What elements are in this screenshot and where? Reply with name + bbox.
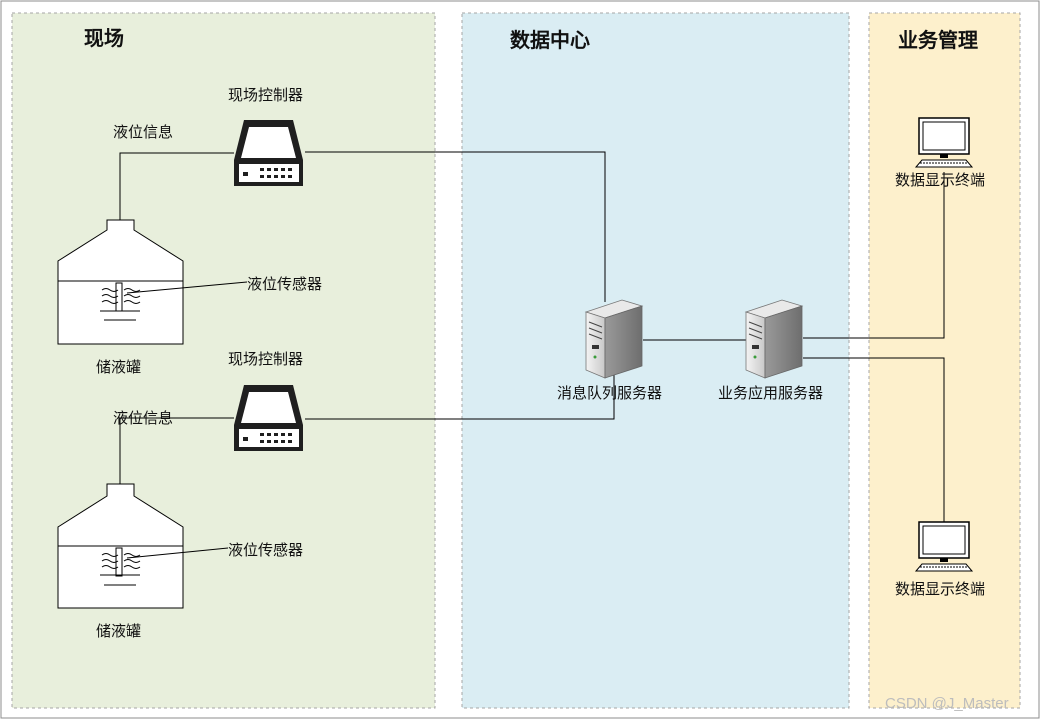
controller-icon — [234, 120, 303, 186]
controller-label-1: 现场控制器 — [228, 86, 303, 104]
server-icon — [744, 299, 804, 379]
tank-label-1: 储液罐 — [96, 358, 141, 376]
link-app-terminal2 — [803, 357, 945, 522]
app-server-label: 业务应用服务器 — [718, 384, 823, 402]
server-icon — [584, 299, 644, 379]
storage-tank-1 — [57, 219, 248, 345]
sensor-label-2: 液位传感器 — [228, 541, 303, 559]
mq-server-label: 消息队列服务器 — [557, 384, 662, 402]
storage-tank-2 — [57, 483, 229, 609]
terminal-label-1: 数据显示终端 — [895, 171, 985, 189]
level-sensor-icon — [100, 282, 141, 321]
zone-datacenter-title: 数据中心 — [510, 28, 590, 52]
tank-label-2: 储液罐 — [96, 622, 141, 640]
terminal-label-2: 数据显示终端 — [895, 580, 985, 598]
link-controller2-mq — [305, 372, 615, 420]
sensor-label-1: 液位传感器 — [247, 275, 322, 293]
monitor-icon — [914, 521, 974, 572]
level-sensor-icon — [100, 547, 141, 586]
level-info-label-2: 液位信息 — [113, 409, 173, 427]
controller-label-2: 现场控制器 — [228, 350, 303, 368]
level-info-label-1: 液位信息 — [113, 123, 173, 141]
link-controller1-mq — [305, 151, 606, 302]
monitor-icon — [914, 117, 974, 168]
watermark: CSDN @J_Master — [885, 695, 1009, 712]
zone-field-title: 现场 — [84, 26, 124, 50]
zone-business-title: 业务管理 — [898, 28, 978, 52]
link-app-terminal1 — [803, 172, 945, 339]
controller-icon — [234, 385, 303, 451]
